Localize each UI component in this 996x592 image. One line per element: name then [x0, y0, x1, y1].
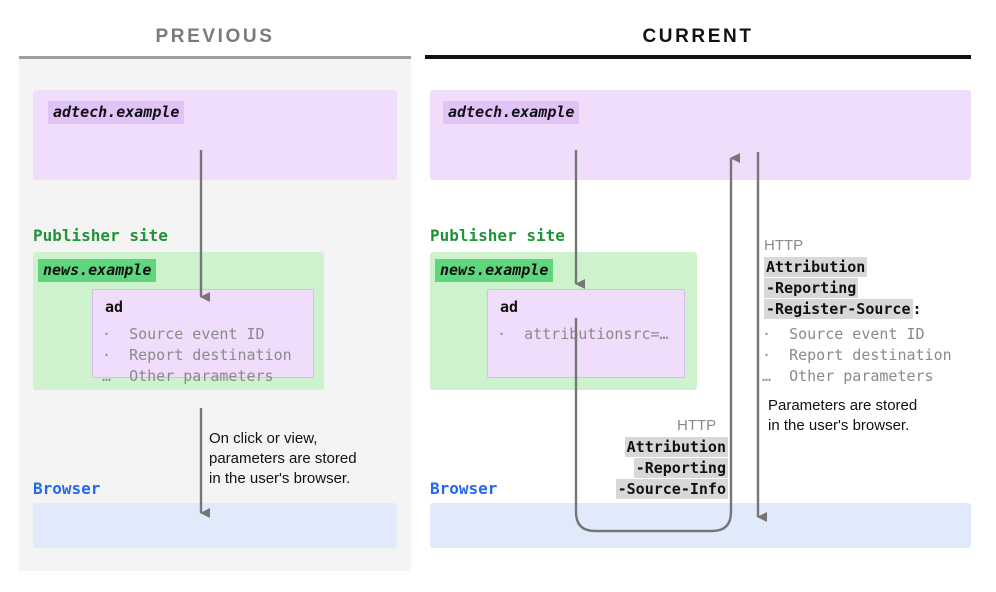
- response-header-parameters: · Source event ID · Report destination ……: [762, 325, 952, 385]
- panel-current: adtech.example Publisher site news.examp…: [425, 59, 971, 571]
- ad-box-title-previous: ad: [105, 298, 124, 316]
- ad-box-current: ad · attributionsrc=…: [487, 289, 685, 378]
- response-header-line-2: -Reporting: [764, 278, 859, 298]
- response-header-line-3: -Register-Source:: [764, 299, 922, 319]
- column-rule-previous: [19, 56, 411, 59]
- request-header-lines: Attribution -Reporting -Source-Info: [535, 437, 728, 500]
- browser-label-previous: Browser: [33, 479, 101, 498]
- news-domain-chip-previous: news.example: [38, 259, 157, 282]
- publisher-site-label-current: Publisher site: [430, 226, 565, 245]
- storage-note-previous: On click or view, parameters are stored …: [209, 430, 357, 487]
- adtech-domain-chip-current: adtech.example: [443, 101, 580, 124]
- publisher-site-label-previous: Publisher site: [33, 226, 168, 245]
- column-title-current: CURRENT: [642, 26, 754, 47]
- ad-box-parameters-previous: · Source event ID · Report destination ……: [102, 325, 292, 385]
- column-rule-current: [425, 55, 971, 59]
- ad-box-title-current: ad: [500, 298, 519, 316]
- response-header-lines: Attribution -Reporting -Register-Source:: [764, 257, 922, 320]
- request-header-line-1: Attribution: [624, 437, 728, 457]
- request-header-line-2: -Reporting: [633, 458, 728, 478]
- storage-note-current: Parameters are stored in the user's brow…: [768, 397, 918, 434]
- request-header-line-3: -Source-Info: [615, 479, 728, 499]
- response-header-line-1: Attribution: [764, 257, 868, 277]
- news-domain-chip-current: news.example: [435, 259, 554, 282]
- column-title-previous: PREVIOUS: [155, 26, 275, 47]
- http-protocol-label-request: HTTP: [677, 417, 717, 434]
- panel-previous: adtech.example Publisher site news.examp…: [19, 59, 411, 571]
- ad-box-previous: ad · Source event ID · Report destinatio…: [92, 289, 314, 385]
- browser-region-previous: [33, 503, 397, 548]
- browser-label-current: Browser: [430, 479, 498, 498]
- adtech-domain-chip-previous: adtech.example: [48, 101, 185, 124]
- browser-region-current: [430, 503, 971, 548]
- ad-box-parameters-current: · attributionsrc=…: [497, 325, 669, 343]
- http-protocol-label-response: HTTP: [764, 237, 804, 254]
